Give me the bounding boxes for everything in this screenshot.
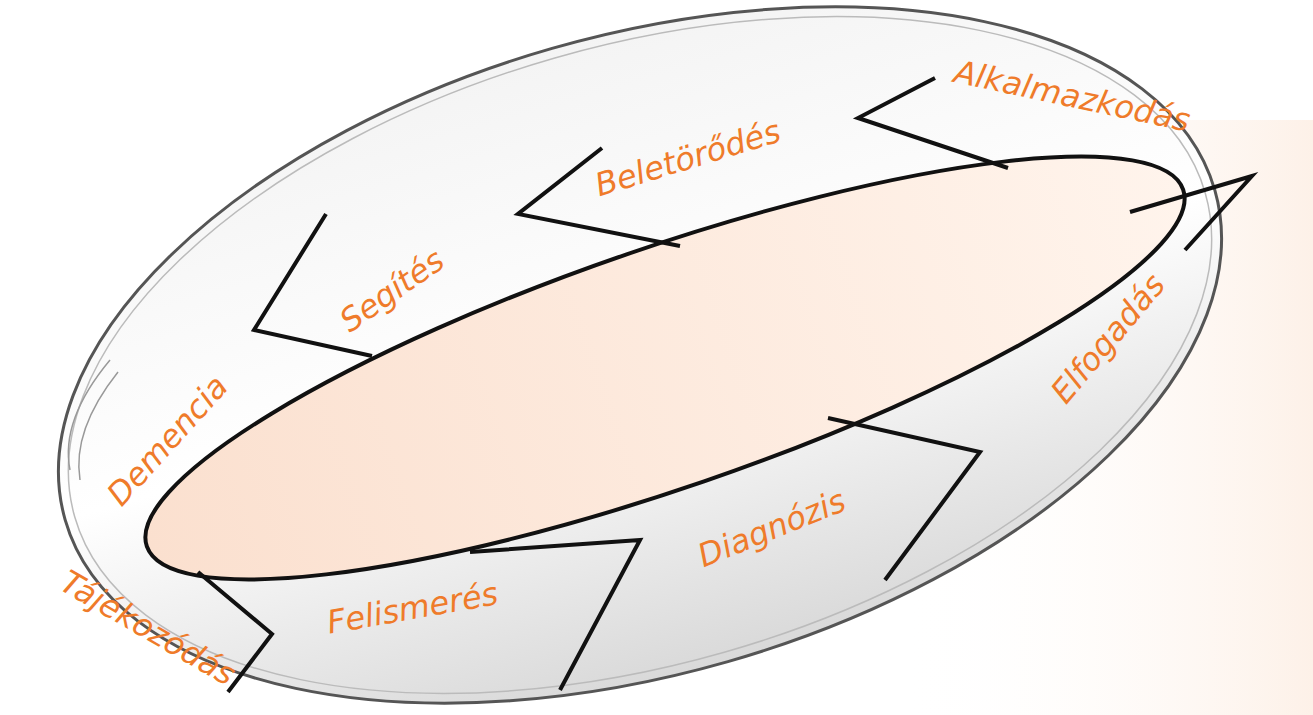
shading-line (79, 372, 118, 480)
arrow-chevrons (198, 78, 1252, 692)
chevron (1130, 176, 1252, 250)
ring-inner (108, 76, 1222, 660)
ring-shading (68, 360, 118, 480)
chevron (828, 418, 980, 580)
shading-line (68, 360, 110, 470)
chevron (470, 540, 640, 690)
